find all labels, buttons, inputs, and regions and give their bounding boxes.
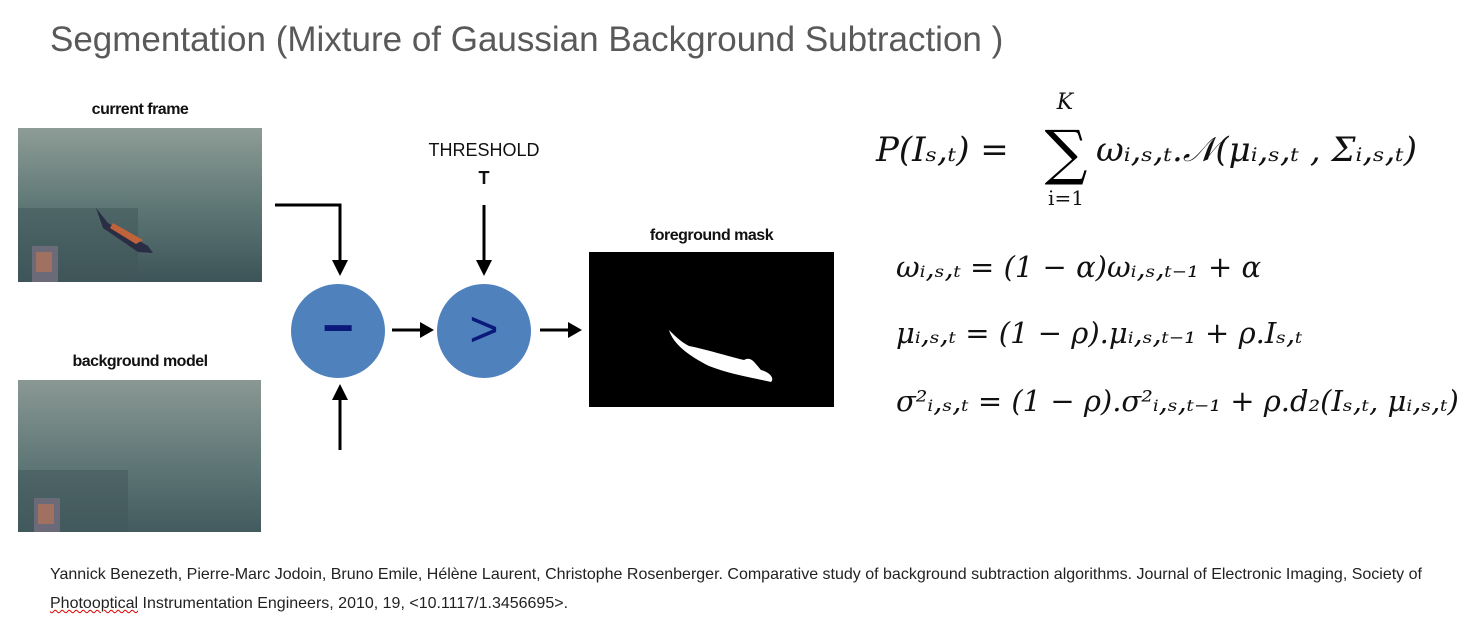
citation-misspelled-word: Photooptical xyxy=(50,595,139,612)
citation: Yannick Benezeth, Pierre-Marc Jodoin, Br… xyxy=(50,560,1450,618)
arrowhead-icon xyxy=(476,260,492,276)
arrowhead-icon xyxy=(420,322,434,338)
foreground-mask-label: foreground mask xyxy=(649,227,774,244)
arrowhead-icon xyxy=(568,322,582,338)
threshold-label: THRESHOLD xyxy=(428,140,540,160)
flow-connectors xyxy=(275,203,582,450)
sum-upper-limit: K xyxy=(1056,90,1074,115)
model-to-subtract-connector xyxy=(338,398,342,450)
foreground-mask-image xyxy=(589,252,834,407)
sum-lower-limit: i=1 xyxy=(1048,186,1084,210)
slide-title: Segmentation (Mixture of Gaussian Backgr… xyxy=(50,20,1004,59)
background-model-image xyxy=(18,380,261,532)
threshold-symbol: T xyxy=(478,168,490,188)
weight-update-equation: ωᵢ,ₛ,ₜ = (1 − α)ωᵢ,ₛ,ₜ₋₁ + α xyxy=(896,250,1262,284)
citation-text: Yannick Benezeth, Pierre-Marc Jodoin, Br… xyxy=(50,566,1422,583)
current-frame-image xyxy=(18,128,262,282)
arrowhead-icon xyxy=(332,260,348,276)
arrowhead-icon xyxy=(332,384,348,400)
current-frame-label: current frame xyxy=(91,101,189,118)
subtract-symbol: − xyxy=(322,298,354,358)
mixture-equation-lhs: P(Iₛ,ₜ) = xyxy=(876,130,1009,170)
compare-symbol: > xyxy=(469,301,499,357)
background-model-label: background model xyxy=(72,353,208,370)
variance-update-equation: σ²ᵢ,ₛ,ₜ = (1 − ρ).σ²ᵢ,ₛ,ₜ₋₁ + ρ.d₂(Iₛ,ₜ,… xyxy=(896,384,1459,418)
sum-icon: ∑ xyxy=(1044,118,1088,188)
mean-update-equation: μᵢ,ₛ,ₜ = (1 − ρ).μᵢ,ₛ,ₜ₋₁ + ρ.Iₛ,ₜ xyxy=(896,316,1303,350)
citation-text-end: Instrumentation Engineers, 2010, 19, <10… xyxy=(138,595,569,612)
mixture-equation-rhs: ωᵢ,ₛ,ₜ.𝒩(μᵢ,ₛ,ₜ , Σᵢ,ₛ,ₜ) xyxy=(1096,130,1418,170)
compare-node xyxy=(437,284,531,378)
subtract-node xyxy=(291,284,385,378)
frame-to-subtract-connector xyxy=(275,203,342,262)
